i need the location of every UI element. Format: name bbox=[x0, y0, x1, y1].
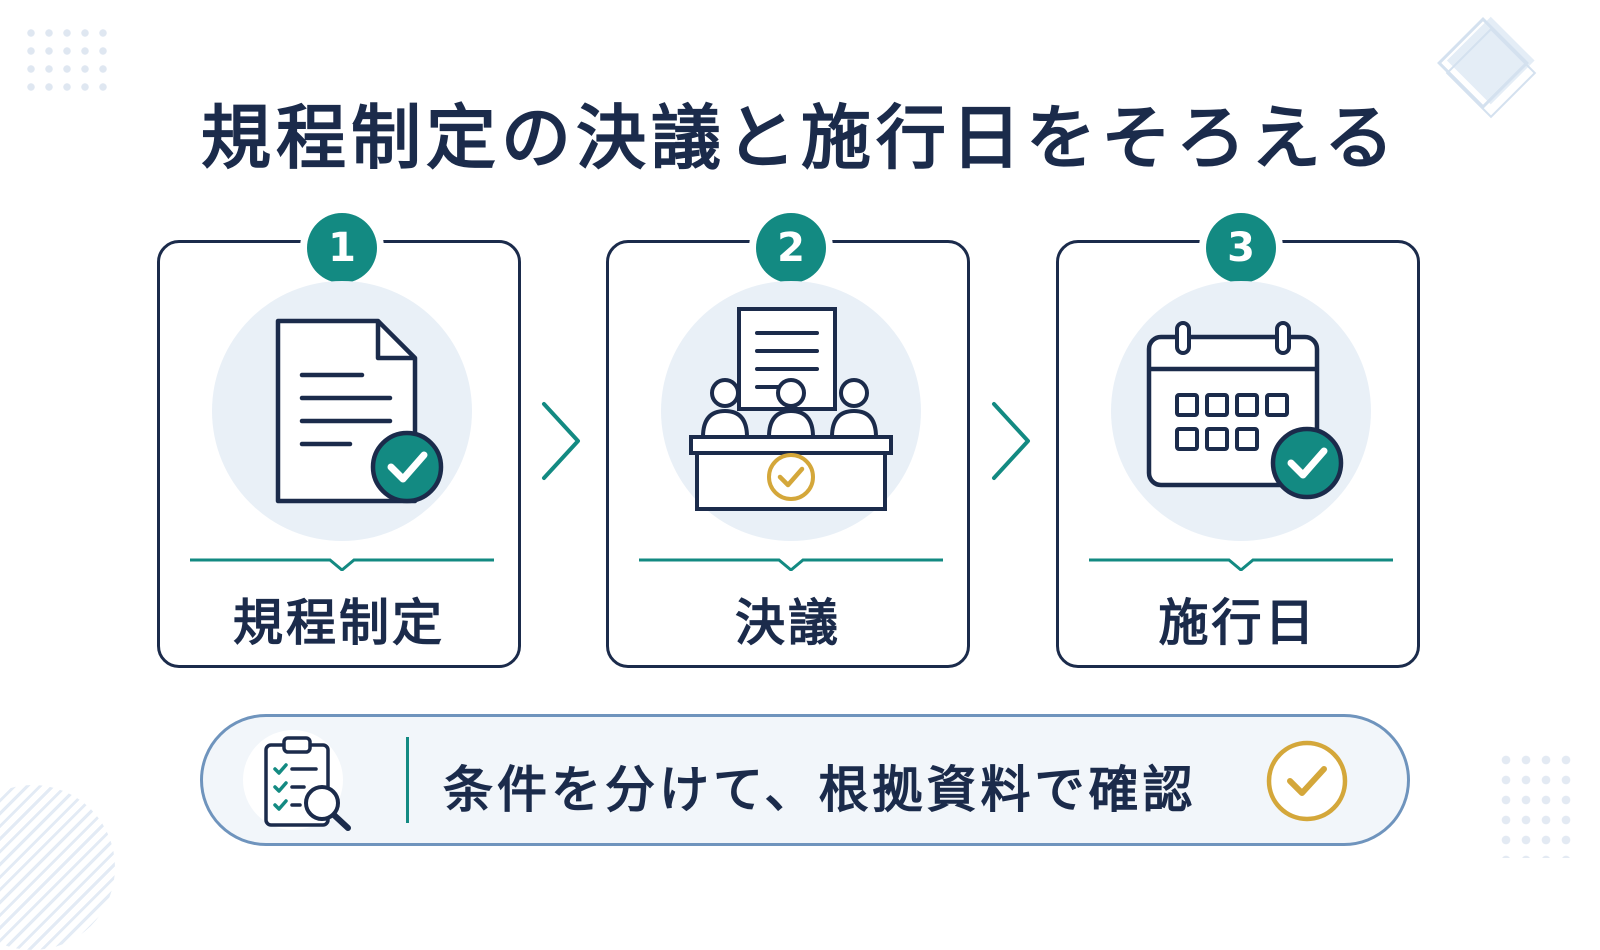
dots-decoration bbox=[1496, 750, 1576, 858]
chevron-right-icon bbox=[992, 402, 1030, 480]
step-card-2: 2 決議 bbox=[606, 213, 970, 668]
calendar-check-icon bbox=[1111, 281, 1371, 541]
step-card-3: 3 施行日 bbox=[1056, 213, 1420, 668]
diamond-decoration bbox=[1437, 16, 1537, 119]
label-divider bbox=[190, 558, 494, 571]
document-check-icon bbox=[212, 281, 472, 541]
board-meeting-icon bbox=[661, 281, 921, 541]
step-number-badge: 3 bbox=[1206, 213, 1276, 283]
chevron-right-icon bbox=[542, 402, 580, 480]
label-divider bbox=[639, 558, 943, 571]
stripes-decoration bbox=[0, 785, 115, 950]
step-label: 決議 bbox=[735, 594, 841, 652]
dots-decoration bbox=[22, 24, 114, 96]
step-number-badge: 1 bbox=[307, 213, 377, 283]
summary-bar: 条件を分けて、根拠資料で確認 bbox=[200, 714, 1410, 846]
page-title: 規程制定の決議と施行日をそろえる bbox=[201, 97, 1399, 179]
summary-text: 条件を分けて、根拠資料で確認 bbox=[443, 761, 1197, 819]
step-number-badge: 2 bbox=[756, 213, 826, 283]
step-card-1: 1 規程制定 bbox=[157, 213, 521, 668]
clipboard-search-icon bbox=[264, 736, 351, 831]
step-label: 規程制定 bbox=[233, 594, 445, 652]
step-label: 施行日 bbox=[1158, 594, 1318, 652]
label-divider bbox=[1089, 558, 1393, 571]
separator-line bbox=[406, 737, 409, 823]
check-circle-icon bbox=[1266, 740, 1348, 822]
